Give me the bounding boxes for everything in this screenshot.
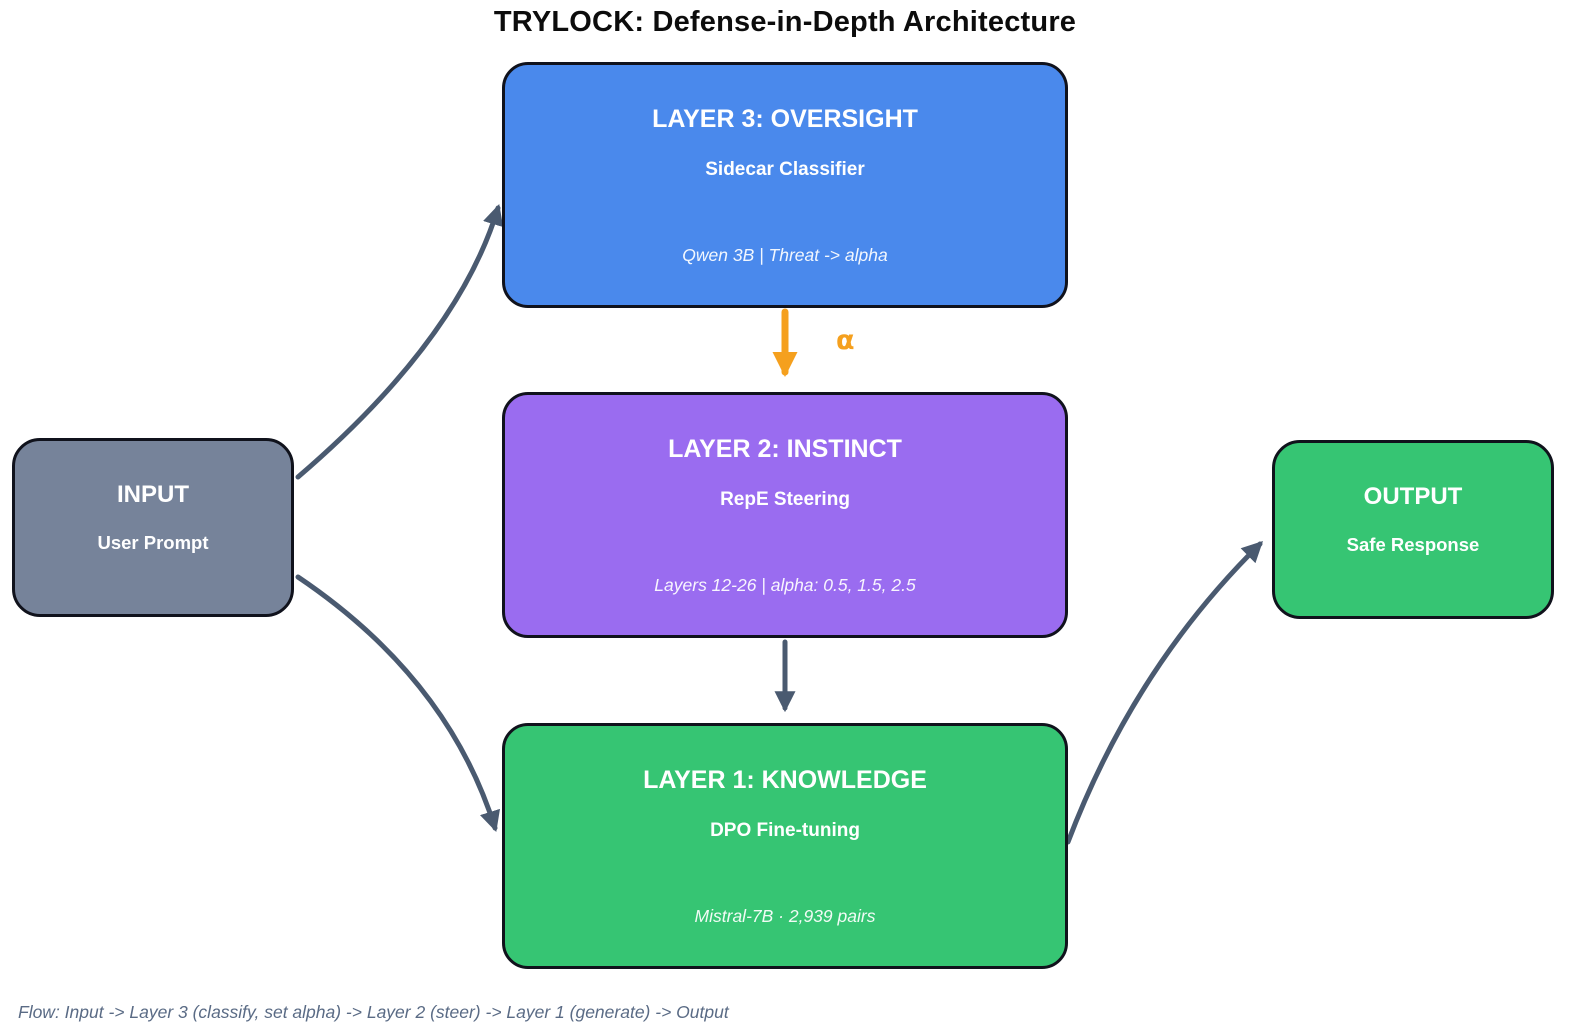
edge-input-to-layer1	[295, 574, 500, 833]
input-subheading: User Prompt	[97, 531, 209, 553]
flow-caption: Flow: Input -> Layer 3 (classify, set al…	[18, 1002, 729, 1022]
alpha-edge-label: α	[836, 325, 855, 356]
diagram-title: TRYLOCK: Defense-in-Depth Architecture	[493, 6, 1077, 38]
node-layer2-instinct: LAYER 2: INSTINCT RepE Steering Layers 1…	[502, 392, 1068, 638]
layer2-heading: LAYER 2: INSTINCT	[668, 435, 902, 463]
input-heading: INPUT	[117, 481, 189, 508]
edge-layer1-to-output	[1065, 541, 1263, 845]
layer3-heading: LAYER 3: OVERSIGHT	[652, 105, 918, 133]
edge-input-to-layer3	[295, 203, 504, 480]
node-layer1-knowledge: LAYER 1: KNOWLEDGE DPO Fine-tuning Mistr…	[502, 723, 1068, 969]
layer2-subheading: RepE Steering	[720, 488, 850, 510]
layer1-detail: Mistral-7B · 2,939 pairs	[694, 905, 876, 926]
node-output: OUTPUT Safe Response	[1272, 440, 1554, 619]
layer1-subheading: DPO Fine-tuning	[710, 819, 860, 841]
layer3-subheading: Sidecar Classifier	[705, 158, 865, 180]
layer1-heading: LAYER 1: KNOWLEDGE	[643, 766, 927, 794]
layer3-detail: Qwen 3B | Threat -> alpha	[682, 244, 888, 265]
output-subheading: Safe Response	[1346, 533, 1480, 555]
node-layer3-oversight: LAYER 3: OVERSIGHT Sidecar Classifier Qw…	[502, 62, 1068, 308]
node-input: INPUT User Prompt	[12, 438, 294, 617]
output-heading: OUTPUT	[1363, 483, 1463, 510]
layer2-detail: Layers 12-26 | alpha: 0.5, 1.5, 2.5	[654, 574, 916, 595]
